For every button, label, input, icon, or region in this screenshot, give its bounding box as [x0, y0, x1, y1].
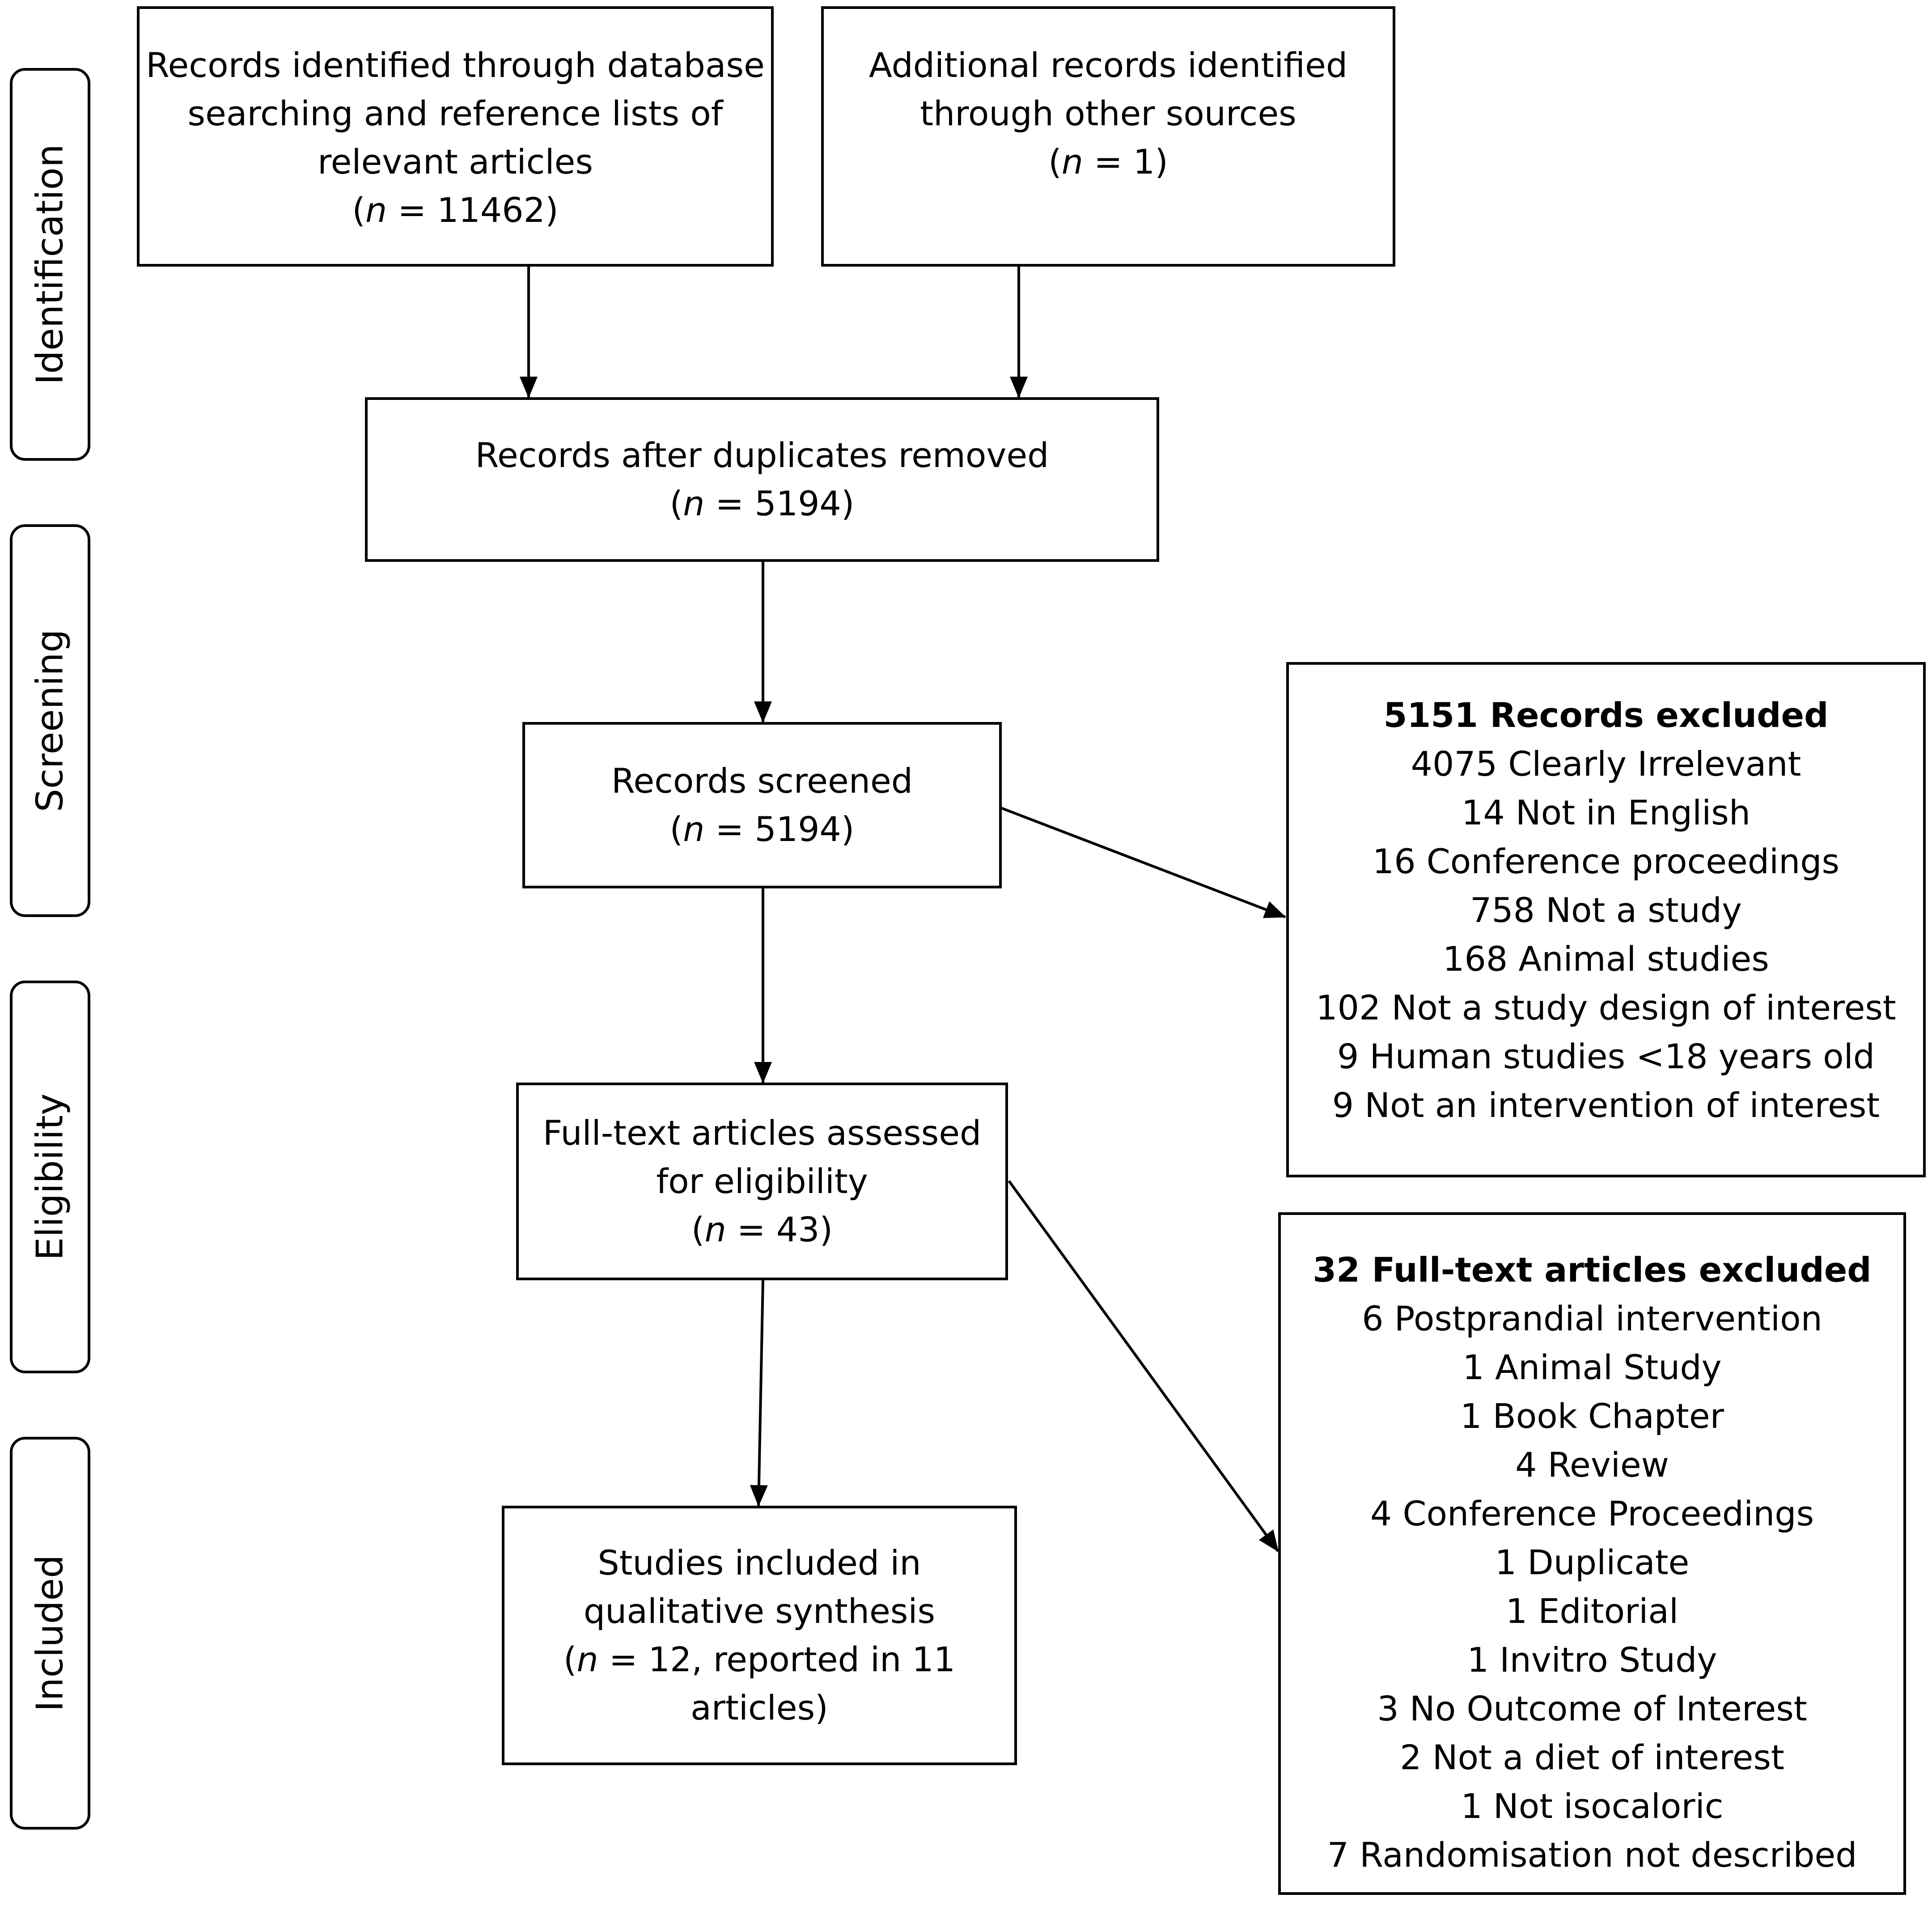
fulltext-excluded-item: 2 Not a diet of interest	[1400, 1737, 1784, 1777]
stage-identification: Identification	[10, 68, 90, 461]
other-sources-line-2: through other sources	[920, 93, 1296, 133]
fulltext-excluded-item: 1 Not isocaloric	[1461, 1786, 1724, 1826]
screened-line-1: Records screened	[611, 761, 913, 801]
fulltext-excluded-list: 6 Postprandial intervention 1 Animal Stu…	[1281, 1294, 1903, 1879]
database-records-box: Records identified through database sear…	[137, 6, 774, 267]
other-sources-box: Additional records identified through ot…	[821, 6, 1395, 267]
records-excluded-list: 4075 Clearly Irrelevant 14 Not in Englis…	[1289, 739, 1923, 1130]
deduplicated-box: Records after duplicates removed (n = 51…	[365, 397, 1159, 562]
included-studies-line-2: qualitative synthesis	[583, 1591, 936, 1631]
fulltext-excluded-item: 3 No Outcome of Interest	[1377, 1689, 1807, 1728]
records-excluded-item: 16 Conference proceedings	[1372, 841, 1840, 881]
records-excluded-item: 9 Human studies <18 years old	[1337, 1036, 1875, 1076]
records-excluded-title: 5151 Records excluded	[1383, 695, 1829, 735]
included-studies-count: (n = 12, reported in 11	[563, 1639, 956, 1679]
included-studies-line-1: Studies included in	[597, 1543, 921, 1583]
database-records-line-1: Records identified through database	[146, 45, 765, 85]
arrow-fulltext-to-included	[750, 1280, 768, 1507]
fulltext-assessed-count: (n = 43)	[691, 1210, 833, 1249]
fulltext-excluded-item: 4 Conference Proceedings	[1370, 1494, 1814, 1533]
fulltext-excluded-box: 32 Full-text articles excluded 6 Postpra…	[1278, 1212, 1906, 1895]
records-excluded-box: 5151 Records excluded 4075 Clearly Irrel…	[1286, 662, 1926, 1177]
records-excluded-item: 102 Not a study design of interest	[1316, 988, 1896, 1028]
included-studies-line-4: articles)	[691, 1688, 828, 1728]
fulltext-excluded-item: 1 Book Chapter	[1460, 1396, 1724, 1436]
database-records-count: (n = 11462)	[352, 190, 559, 230]
fulltext-excluded-item: 1 Editorial	[1505, 1591, 1679, 1631]
fulltext-excluded-item: 7 Randomisation not described	[1327, 1835, 1857, 1875]
fulltext-excluded-item: 1 Animal Study	[1462, 1347, 1722, 1387]
other-sources-count: (n = 1)	[1048, 142, 1168, 182]
fulltext-excluded-item: 4 Review	[1515, 1445, 1669, 1485]
stage-included: Included	[10, 1437, 90, 1830]
fulltext-excluded-title: 32 Full-text articles excluded	[1313, 1250, 1872, 1290]
fulltext-excluded-item: 1 Duplicate	[1495, 1542, 1690, 1582]
records-excluded-item: 14 Not in English	[1461, 793, 1751, 832]
included-studies-box: Studies included in qualitative synthesi…	[502, 1506, 1017, 1765]
fulltext-assessed-line-1: Full-text articles assessed	[542, 1113, 982, 1153]
records-excluded-item: 9 Not an intervention of interest	[1332, 1085, 1880, 1125]
fulltext-excluded-item: 1 Invitro Study	[1467, 1640, 1717, 1680]
stage-eligibility: Eligibility	[10, 981, 90, 1373]
fulltext-excluded-item: 6 Postprandial intervention	[1362, 1299, 1822, 1338]
arrow-fulltext-to-excluded	[1008, 1180, 1280, 1552]
arrow-screened-to-excluded	[1000, 807, 1286, 918]
records-excluded-item: 168 Animal studies	[1443, 939, 1769, 979]
screened-box: Records screened (n = 5194)	[522, 722, 1002, 888]
deduplicated-count: (n = 5194)	[669, 484, 855, 523]
records-excluded-item: 758 Not a study	[1470, 890, 1742, 930]
database-records-line-2: searching and reference lists of	[187, 93, 723, 133]
stage-screening: Screening	[10, 524, 90, 917]
database-records-line-3: relevant articles	[318, 142, 593, 182]
fulltext-assessed-box: Full-text articles assessed for eligibil…	[516, 1083, 1008, 1280]
fulltext-assessed-line-2: for eligibility	[656, 1161, 868, 1201]
other-sources-line-1: Additional records identified	[869, 45, 1348, 85]
deduplicated-line-1: Records after duplicates removed	[475, 435, 1049, 475]
screened-count: (n = 5194)	[669, 809, 855, 849]
records-excluded-item: 4075 Clearly Irrelevant	[1411, 744, 1801, 784]
